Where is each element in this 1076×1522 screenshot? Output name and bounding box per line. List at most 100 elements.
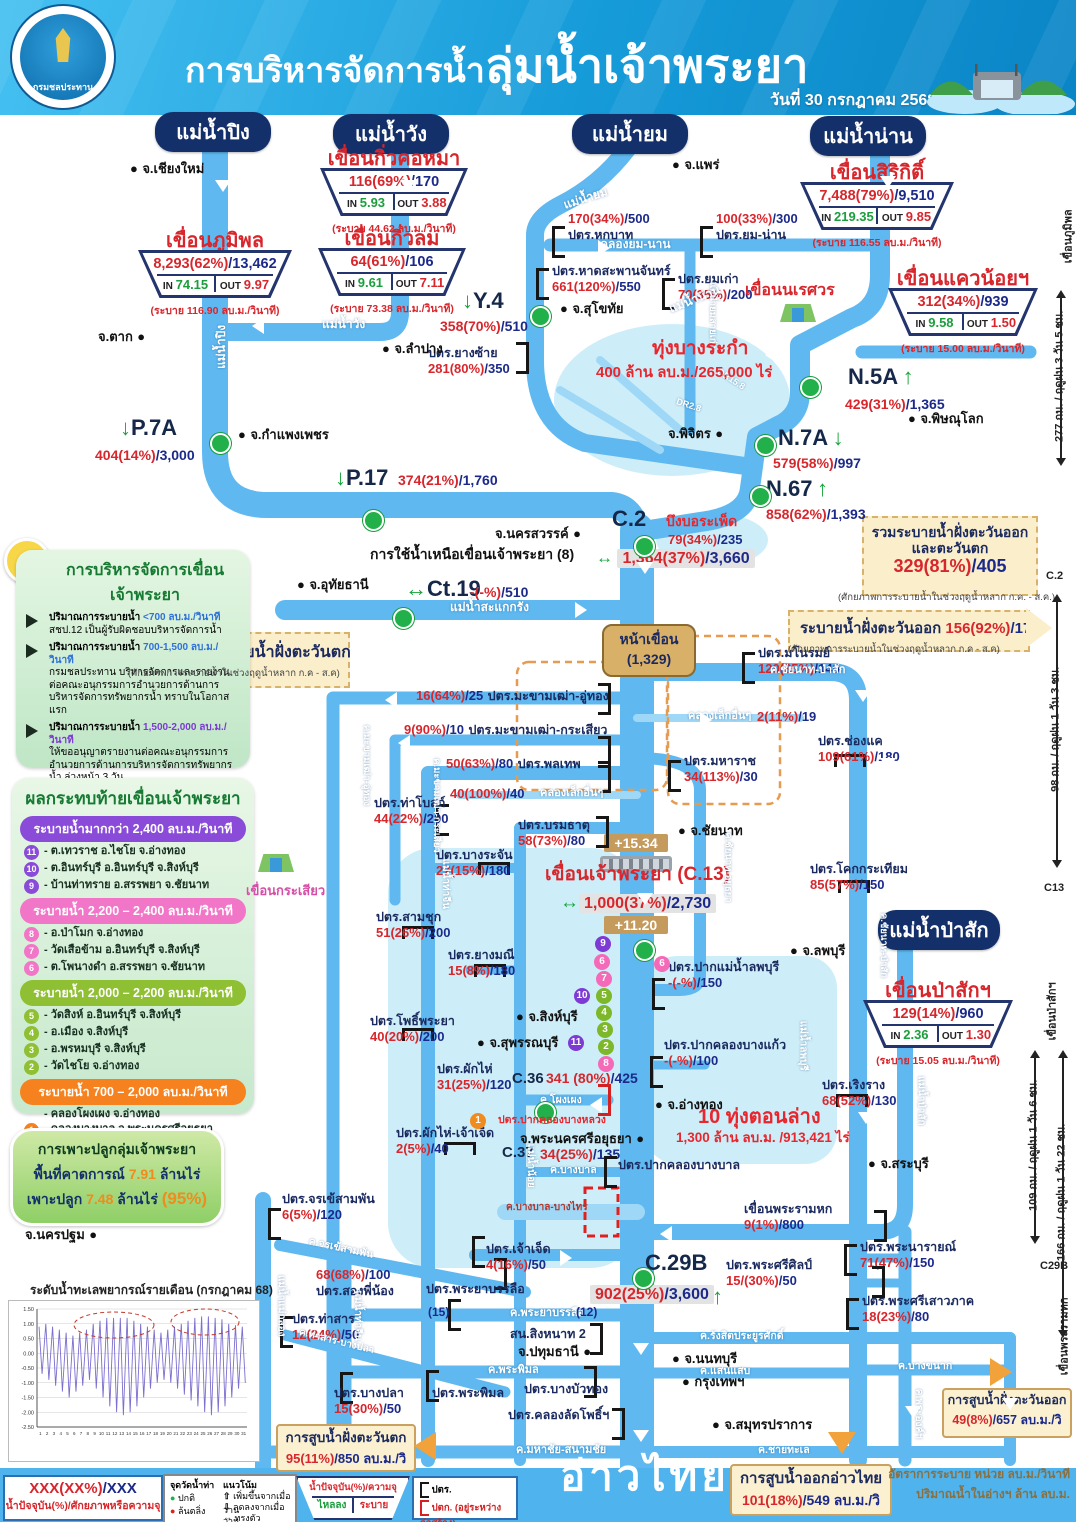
gate-bracket: [700, 226, 713, 258]
svg-text:23: 23: [187, 1431, 193, 1436]
legend-brackets: ปตร. ปตก. (อยู่ระหว่างก่อสร้าง): [412, 1476, 518, 1522]
dam-discharge-note: (ระบาย 15.00 ลบ.ม./วินาที): [901, 343, 1025, 355]
flow-arrow-icon: [855, 690, 871, 702]
province-จ.กำแพงเพชร: ● จ.กำแพงเพชร: [238, 427, 329, 442]
gate-ปตร.พลเทพ: 50(63%)/80 ปตร.พลเทพ: [446, 756, 581, 771]
svg-text:-2.50: -2.50: [21, 1425, 34, 1431]
canal-label-ค.มหาชัย-สนามชัย: ค.มหาชัย-สนามชัย: [516, 1444, 607, 1456]
total-discharge-line2: และตะวันตก: [911, 540, 989, 557]
panel3-title: การเพาะปลูกลุ่มเจ้าพระยา: [37, 1141, 197, 1157]
pump-west-arrow-icon: [414, 1432, 436, 1460]
margin-line-arrow-up: [1056, 290, 1066, 298]
gate-bracket: [872, 1266, 885, 1298]
station-C.37: C.37: [502, 1144, 534, 1161]
east-discharge-label: ระบายน้ำฝั่งตะวันออก: [800, 620, 942, 637]
flow-arrow-icon: [1002, 1398, 1018, 1410]
station-dot: [634, 536, 655, 557]
svg-text:15: 15: [133, 1431, 139, 1436]
river-pill: แม่น้ำวัง: [333, 114, 449, 154]
province-จ.พิจิตร: จ.พิจิตร ●: [668, 426, 724, 441]
impact-point-1: 1: [470, 1113, 486, 1129]
note-text: บึงบอระเพ็ด: [666, 513, 738, 529]
svg-text:18: 18: [153, 1431, 159, 1436]
impact-point-6: 6: [654, 956, 670, 972]
impact-tier-header: ระบายน้ำมากกว่า 2,400 ลบ.ม./วินาที: [20, 816, 246, 842]
legend-trend-steady: ทรงตัว: [234, 1513, 261, 1522]
station-N.5A: N.5A ↑: [848, 364, 914, 389]
note-text: อัตราการระบาย หน่วย ลบ.ม./วินาที: [888, 1467, 1070, 1481]
note-text: 10 ทุ่งตอนล่าง: [698, 1106, 821, 1128]
dam-front-value: (1,329): [626, 651, 672, 667]
flow-arrow-icon: [590, 1097, 602, 1113]
impact-item: 2- วัดไชโย จ.อ่างทอง: [24, 1060, 244, 1075]
station-dot: [535, 1102, 556, 1123]
flow-arrow-icon: [765, 347, 777, 363]
gate-bracket: [612, 1408, 625, 1440]
station-C.36: C.36: [512, 1070, 544, 1087]
east-discharge-current: 156(92%): [945, 620, 1011, 637]
dam-discharge-note: (ระบาย 15.05 ลบ.ม./วินาที): [876, 1055, 1000, 1067]
c13-dam-name: เขื่อนเจ้าพระยา (C.13): [545, 864, 730, 885]
impact-item: 6- ต.โพนางดำ อ.สรรพยา จ.ชัยนาท: [24, 961, 244, 976]
naresuan-dam-icon: [780, 296, 820, 326]
canal-label-ค.ชายทะเล: ค.ชายทะเล: [758, 1444, 810, 1456]
province-จ.ตาก: จ.ตาก ●: [98, 329, 146, 344]
rule-item: ปริมาณการระบายน้ำ 700-1,500 ลบ.ม./วินาที…: [26, 642, 242, 717]
pump-gulf-current: 101(18%): [741, 1492, 803, 1508]
svg-text:27: 27: [214, 1431, 220, 1436]
svg-text:22: 22: [180, 1431, 186, 1436]
note-text: ปริมาณน้ำในอ่างฯ ล้าน ลบ.ม.: [916, 1487, 1070, 1501]
margin-ref-label: เขื่อนภูมิพล: [1062, 209, 1075, 264]
svg-text:12: 12: [112, 1431, 118, 1436]
station-dot: [800, 377, 821, 398]
river-pill: แม่น้ำน่าน: [810, 116, 926, 156]
province-จ.สมุทรปราการ: ● จ.สมุทรปราการ: [712, 1417, 813, 1432]
canal-label-แม่น้ำปิง: แม่น้ำปิง: [214, 324, 229, 369]
c13-current: 1,000(37%): [584, 895, 667, 912]
gate-ปตร.ท่าโบสถ์: ปตร.ท่าโบสถ์44(22%)/200: [374, 796, 449, 827]
total-discharge-capacity: /405: [971, 556, 1007, 577]
impact-point-10: 10: [574, 988, 590, 1004]
impact-tier-header: ระบายน้ำ 700 – 2,000 ลบ.ม./วินาที: [20, 1079, 246, 1105]
legend-trend-down: ลดลงจากเมื่อวาน: [223, 1502, 285, 1522]
canal-label-แม่น้ำท่าจีน: แม่น้ำท่าจีน: [351, 1290, 363, 1341]
gate-bracket: [436, 804, 449, 836]
header: การบริหารจัดการน้ำลุ่มน้ำเจ้าพระยา วันที…: [0, 0, 1076, 115]
impact-item: 9- บ้านท่าทราย อ.สรรพยา จ.ชัยนาท: [24, 879, 244, 894]
note-text: เขื่อนกระเสียว: [246, 883, 326, 898]
pump-west-box: การสูบน้ำฝั่งตะวันตก 95(11%)/850 ลบ.ม./ว…: [276, 1424, 416, 1472]
svg-text:1.00: 1.00: [23, 1322, 34, 1328]
province-จ.นครปฐม: จ.นครปฐม ●: [25, 1227, 98, 1242]
canal-label-คลองเล็กอื่นๆ: คลองเล็กอื่นๆ: [688, 710, 752, 722]
flow-arrow-icon: [400, 180, 416, 192]
gate-bracket: [598, 761, 611, 793]
station-dot: [750, 486, 771, 507]
margin-line-arrow-up: [1030, 1050, 1040, 1058]
note-text: ↑: [712, 1284, 723, 1309]
total-discharge-line1: รวมระบายน้ำฝั่งตะวันออก: [871, 524, 1029, 540]
panel1-title: การบริหารจัดการเขื่อนเจ้าพระยา: [65, 562, 225, 604]
gate-bracket: [662, 278, 675, 310]
margin-distance-label: 166 กม. / ฤดูฝน 1 วัน 22 ชม.: [1055, 1123, 1068, 1262]
gate-bracket: [846, 1298, 859, 1330]
pump-east-arrow-icon: [990, 1358, 1012, 1386]
station-dot: [530, 306, 551, 327]
svg-text:10: 10: [99, 1431, 105, 1436]
svg-text:28: 28: [221, 1431, 227, 1436]
legend-bracket-under-construction: ปตก. (อยู่ระหว่างก่อสร้าง): [420, 1502, 502, 1522]
gate-ปตร.พระพิมล: ปตร.พระพิมล: [432, 1386, 505, 1400]
legend-sample-caption: น้ำปัจจุบัน(%)/ศักยภาพหรือความจุ: [5, 1500, 161, 1512]
impact-tier-header: ระบายน้ำ 2,200 – 2,400 ลบ.ม./วินาที: [20, 898, 246, 924]
rule-item: ปริมาณการระบายน้ำ <700 ลบ.ม./วินาทีสชป.1…: [26, 612, 242, 637]
note-text: 400 ล้าน ลบ.ม./265,000 ไร่: [596, 364, 773, 381]
gate-ปตร.ยางมณี: ปตร.ยางมณี15(8%)/180: [448, 948, 516, 979]
svg-text:-1.00: -1.00: [21, 1381, 34, 1387]
dam-name: เขื่อนสิริกิติ์: [829, 162, 925, 184]
